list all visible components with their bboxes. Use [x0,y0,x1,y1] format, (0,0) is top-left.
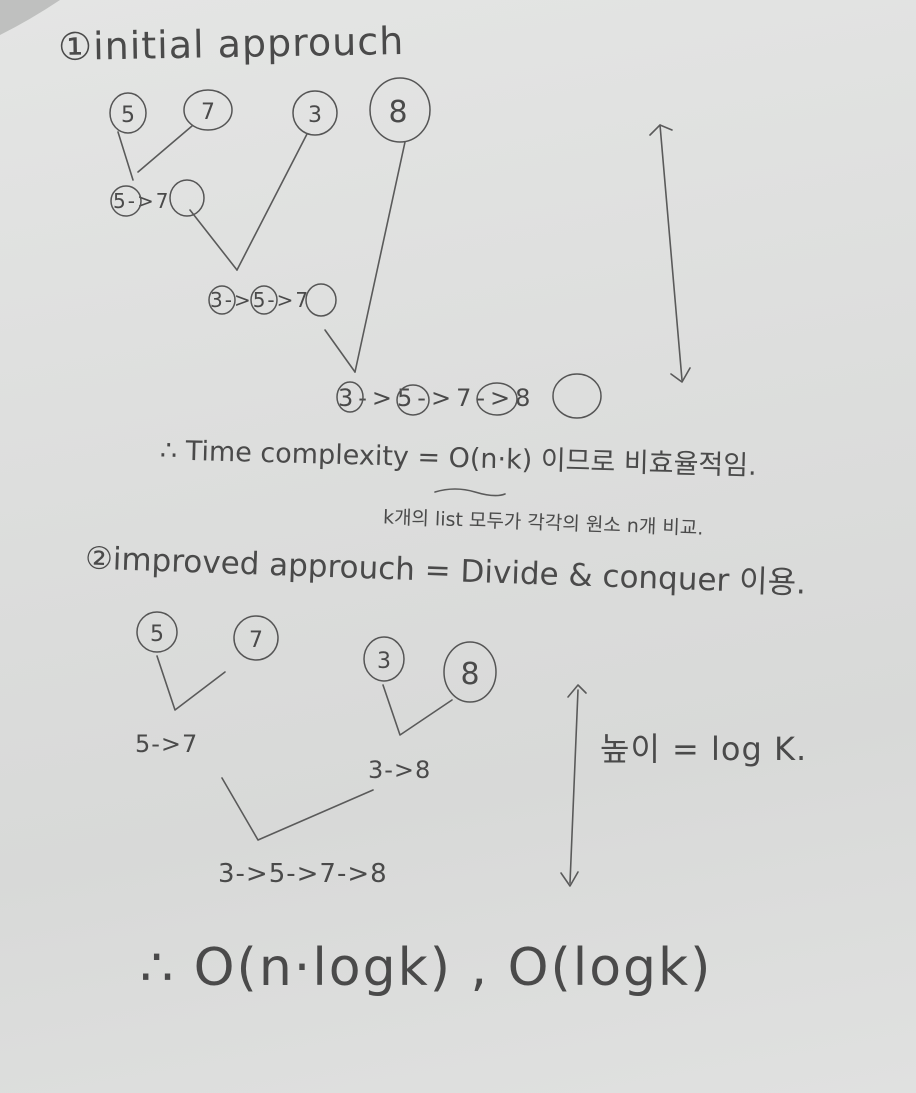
leaf-node-label: 7 [201,100,215,125]
complexity-underline [434,488,506,497]
improved-approach-tree: 5 7 3 8 5->7 3->8 3->5->7->8 [135,611,587,889]
leaf-node: 5 [136,611,178,653]
leaf-node-label: 3 [377,649,391,674]
leaf-node: 3 [363,636,405,682]
merge-step-label: 3->5->7->8 [338,384,535,412]
leaf-node-label: 5 [150,622,164,647]
leaf-node-label: 8 [388,95,407,130]
leaf-node-label: 8 [460,657,479,692]
pair-merge-label: 5->7 [135,730,198,758]
leaf-node: 8 [369,77,431,143]
final-complexity: ∴ O(n·logk) , O(logk) [140,938,713,998]
initial-approach-tree: 5 7 3 8 5->7 3->5->7 3->5->7->8 [109,77,691,419]
merge-step-label: 3->5->7 [210,288,310,312]
leaf-node: 8 [443,641,497,703]
leaf-node-label: 7 [249,628,263,653]
section1-heading: ①initial approuch [57,18,405,70]
final-merge-label: 3->5->7->8 [218,859,388,889]
leaf-node: 7 [233,615,279,661]
leaf-node-label: 3 [308,103,322,128]
pair-merge-label: 3->8 [368,756,431,784]
tree-height-note: 높이 = log K. [600,730,808,768]
leaf-node: 5 [109,92,147,134]
leaf-node: 7 [183,89,233,131]
leaf-node-label: 5 [121,103,135,128]
leaf-node: 3 [292,90,338,136]
